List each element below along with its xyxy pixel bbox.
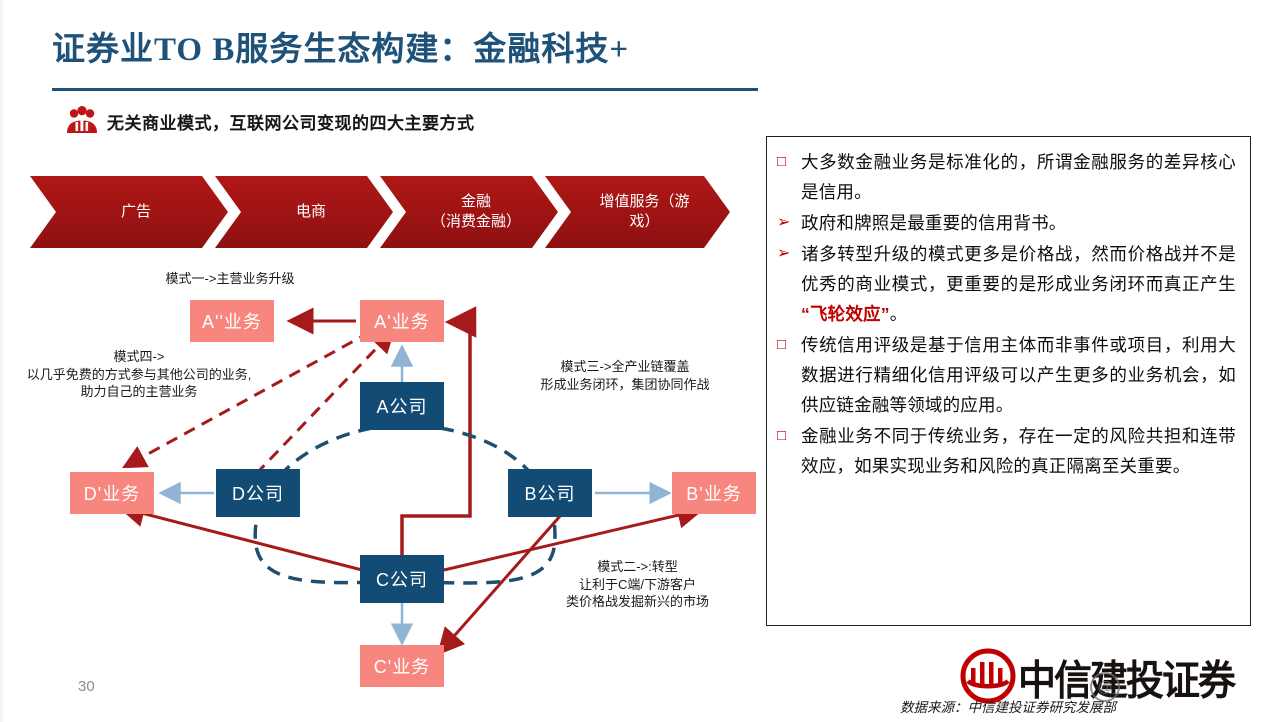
mode-one-label: 模式一->主营业务升级 <box>165 271 295 286</box>
subtitle-row: 无关商业模式，互联网公司变现的四大主要方式 <box>66 106 475 136</box>
page-number: 30 <box>78 678 95 695</box>
node-d-business[interactable]: D'业务 <box>70 472 154 514</box>
page-title: 证券业TO B服务生态构建：金融科技+ <box>52 32 630 68</box>
bullet-item: □ 传统信用评级是基于信用主体而非事件或项目，利用大数据进行精细化信用评级可以产… <box>777 330 1236 420</box>
subtitle-text: 无关商业模式，互联网公司变现的四大主要方式 <box>107 113 475 133</box>
chevron-label-line1: 金融 <box>460 192 491 210</box>
node-a2-business[interactable]: A''业务 <box>190 300 274 342</box>
chevron-value-added-services[interactable]: 增值服务（游 戏） <box>545 176 730 248</box>
source-note: 数据来源：中信建投证券研究发展部 <box>900 700 1116 715</box>
node-label: B公司 <box>524 484 576 504</box>
chevron-advertising[interactable]: 广告 <box>30 176 228 248</box>
monetization-chevron-band: 广告 电商 金融 （消费金融） 增值服务（游 戏） <box>30 176 760 248</box>
bullet-text-main: 传统信用评级是基于信用主体而非事件或项目，利用大数据进行精细化信用评级可以产生更… <box>801 335 1236 415</box>
mode-two-label: 模式二->:转型 让利于C端/下游客户 类价格战发掘新兴的市场 <box>565 559 709 610</box>
bullet-text: 诸多转型升级的模式更多是价格战，然而价格战并不是优秀的商业模式，更重要的是形成业… <box>801 239 1236 329</box>
bullet-text-main: 诸多转型升级的模式更多是价格战，然而价格战并不是优秀的商业模式，更重要的是形成业… <box>801 244 1236 294</box>
node-c-business[interactable]: C'业务 <box>360 645 444 687</box>
at-watermark-icon: @ <box>1090 672 1120 702</box>
square-bullet-icon: □ <box>777 427 787 444</box>
bullet-item: □ 金融业务不同于传统业务，存在一定的风险共担和连带效应，如果实现业务和风险的真… <box>777 421 1236 481</box>
arrow-bullet-icon: ➢ <box>777 214 791 231</box>
bullet-text: 大多数金融业务是标准化的，所谓金融服务的差异核心是信用。 <box>801 147 1236 207</box>
node-label: A''业务 <box>202 312 262 332</box>
bullet-item: ➢ 政府和牌照是最重要的信用背书。 <box>777 208 1236 238</box>
node-label: C'业务 <box>373 657 431 677</box>
square-bullet-icon: □ <box>777 153 787 170</box>
diagram-connectors <box>117 306 705 656</box>
people-group-icon <box>66 106 98 136</box>
brand-watermark: 中信建投证券 <box>960 648 1236 704</box>
node-label: D'业务 <box>83 484 141 504</box>
citic-logo-icon <box>960 648 1016 704</box>
arrow-bullet-icon: ➢ <box>777 245 791 262</box>
node-a-business[interactable]: A'业务 <box>360 300 444 342</box>
chevron-label: 广告 <box>120 202 151 220</box>
mode-four-label: 模式四-> 以几乎免费的方式参与其他公司的业务, 助力自己的主营业务 <box>26 349 252 400</box>
node-label: D公司 <box>232 484 284 504</box>
business-model-diagram: A''业务 A'业务 A公司 D'业务 D公司 B公司 B'业务 C公司 C'业… <box>0 260 770 690</box>
bullet-text-main: 政府和牌照是最重要的信用背书。 <box>801 213 1067 233</box>
chevron-label-line2: 戏） <box>629 213 660 230</box>
node-label: B'业务 <box>686 484 742 504</box>
node-a-company[interactable]: A公司 <box>360 382 444 430</box>
mode-three-label: 模式三->全产业链覆盖 形成业务闭环，集团协同作战 <box>540 359 710 392</box>
node-b-business[interactable]: B'业务 <box>672 472 756 514</box>
bullet-item: ➢ 诸多转型升级的模式更多是价格战，然而价格战并不是优秀的商业模式，更重要的是形… <box>777 239 1236 329</box>
chevron-ecommerce[interactable]: 电商 <box>215 176 393 248</box>
chevron-label-line2: （消费金融） <box>430 213 521 230</box>
node-label: A'业务 <box>374 312 430 332</box>
node-b-company[interactable]: B公司 <box>508 469 592 517</box>
bullet-item: □ 大多数金融业务是标准化的，所谓金融服务的差异核心是信用。 <box>777 147 1236 207</box>
bullet-text-tail: 。 <box>889 304 908 324</box>
bullet-text: 政府和牌照是最重要的信用背书。 <box>801 208 1236 238</box>
bullet-text: 传统信用评级是基于信用主体而非事件或项目，利用大数据进行精细化信用评级可以产生更… <box>801 330 1236 420</box>
left-edge-accent <box>0 0 8 722</box>
chevron-finance[interactable]: 金融 （消费金融） <box>380 176 558 248</box>
title-divider <box>52 88 758 91</box>
chevron-label: 电商 <box>295 202 326 220</box>
node-d-company[interactable]: D公司 <box>216 469 300 517</box>
insights-panel: □ 大多数金融业务是标准化的，所谓金融服务的差异核心是信用。 ➢ 政府和牌照是最… <box>766 136 1251 626</box>
chevron-label-line1: 增值服务（游 <box>599 192 690 210</box>
bullet-text: 金融业务不同于传统业务，存在一定的风险共担和连带效应，如果实现业务和风险的真正隔… <box>801 421 1236 481</box>
node-label: A公司 <box>376 397 428 417</box>
bullet-text-main: 大多数金融业务是标准化的，所谓金融服务的差异核心是信用。 <box>801 152 1236 202</box>
square-bullet-icon: □ <box>777 336 787 353</box>
brand-name: 中信建投证券 <box>1018 658 1236 704</box>
node-c-company[interactable]: C公司 <box>360 555 444 603</box>
bullet-text-highlight: “飞轮效应” <box>801 304 890 324</box>
node-label: C公司 <box>376 570 428 590</box>
bullet-text-main: 金融业务不同于传统业务，存在一定的风险共担和连带效应，如果实现业务和风险的真正隔… <box>801 426 1236 476</box>
